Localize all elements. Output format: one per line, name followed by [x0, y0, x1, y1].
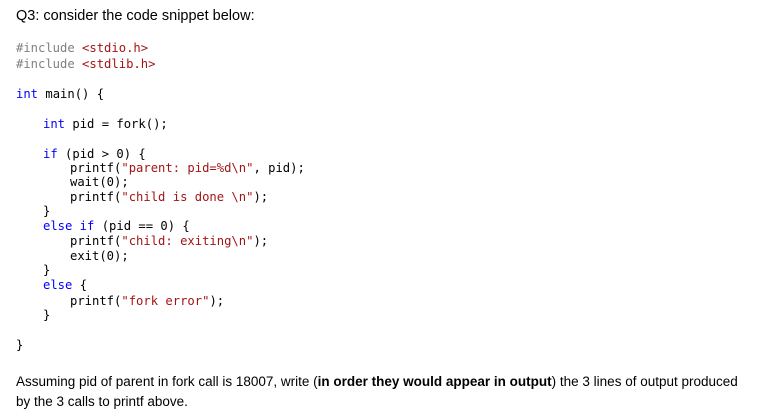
preprocessor-directive: #include	[16, 41, 75, 55]
code-text: );	[253, 190, 269, 204]
prompt-emphasis: in order they would appear in output	[317, 374, 552, 389]
code-text: (pid == 0) {	[94, 219, 190, 233]
code-line-printf-parent: printf("parent: pid=%d\n", pid);	[70, 161, 305, 176]
code-text: printf(	[70, 190, 122, 204]
question-title: Q3: consider the code snippet below:	[16, 8, 255, 24]
code-line-main: int main() {	[16, 87, 104, 102]
prompt-text: Assuming pid of parent in fork call is 1…	[16, 374, 318, 389]
string-literal: "child is done \n"	[121, 190, 254, 204]
code-text: {	[72, 278, 88, 292]
code-line-close-if: }	[43, 204, 51, 218]
string-literal: "parent: pid=%d\n"	[121, 161, 254, 175]
preprocessor-directive: #include	[16, 57, 75, 71]
code-text: );	[253, 234, 269, 248]
code-line-printf-fork-error: printf("fork error");	[70, 294, 224, 309]
code-text: pid = fork();	[65, 117, 168, 131]
code-line-close-else-if: }	[43, 263, 51, 277]
question-prompt: Assuming pid of parent in fork call is 1…	[16, 372, 746, 411]
code-line-printf-child-done: printf("child is done \n");	[70, 190, 268, 205]
header-name: <stdlib.h>	[82, 57, 156, 71]
code-line-if: if (pid > 0) {	[43, 147, 146, 162]
code-text: , pid);	[253, 161, 305, 175]
code-line-include-stdlib: #include <stdlib.h>	[16, 57, 155, 72]
header-name: <stdio.h>	[82, 41, 149, 55]
code-text: printf(	[70, 161, 122, 175]
code-text: (pid > 0) {	[57, 147, 146, 161]
code-line-fork: int pid = fork();	[43, 117, 168, 132]
keyword: if	[43, 147, 58, 161]
code-line-printf-child-exiting: printf("child: exiting\n");	[70, 234, 268, 249]
code-text: );	[209, 294, 225, 308]
code-line-exit: exit(0);	[70, 249, 129, 263]
code-text: main() {	[38, 87, 105, 101]
code-line-close-else: }	[43, 308, 51, 322]
keyword: int	[43, 117, 66, 131]
prompt-text: ) the 3 lines of output produced by the …	[16, 374, 738, 409]
code-line-include-stdio: #include <stdio.h>	[16, 41, 148, 56]
string-literal: "fork error"	[121, 294, 210, 308]
code-line-wait: wait(0);	[70, 175, 129, 189]
keyword: int	[16, 87, 39, 101]
code-text: printf(	[70, 234, 122, 248]
code-line-close-main: }	[16, 338, 24, 352]
code-text: printf(	[70, 294, 122, 308]
code-line-else: else {	[43, 278, 87, 293]
code-line-else-if: else if (pid == 0) {	[43, 219, 190, 234]
string-literal: "child: exiting\n"	[121, 234, 254, 248]
keyword: else	[43, 278, 73, 292]
keyword: else if	[43, 219, 95, 233]
